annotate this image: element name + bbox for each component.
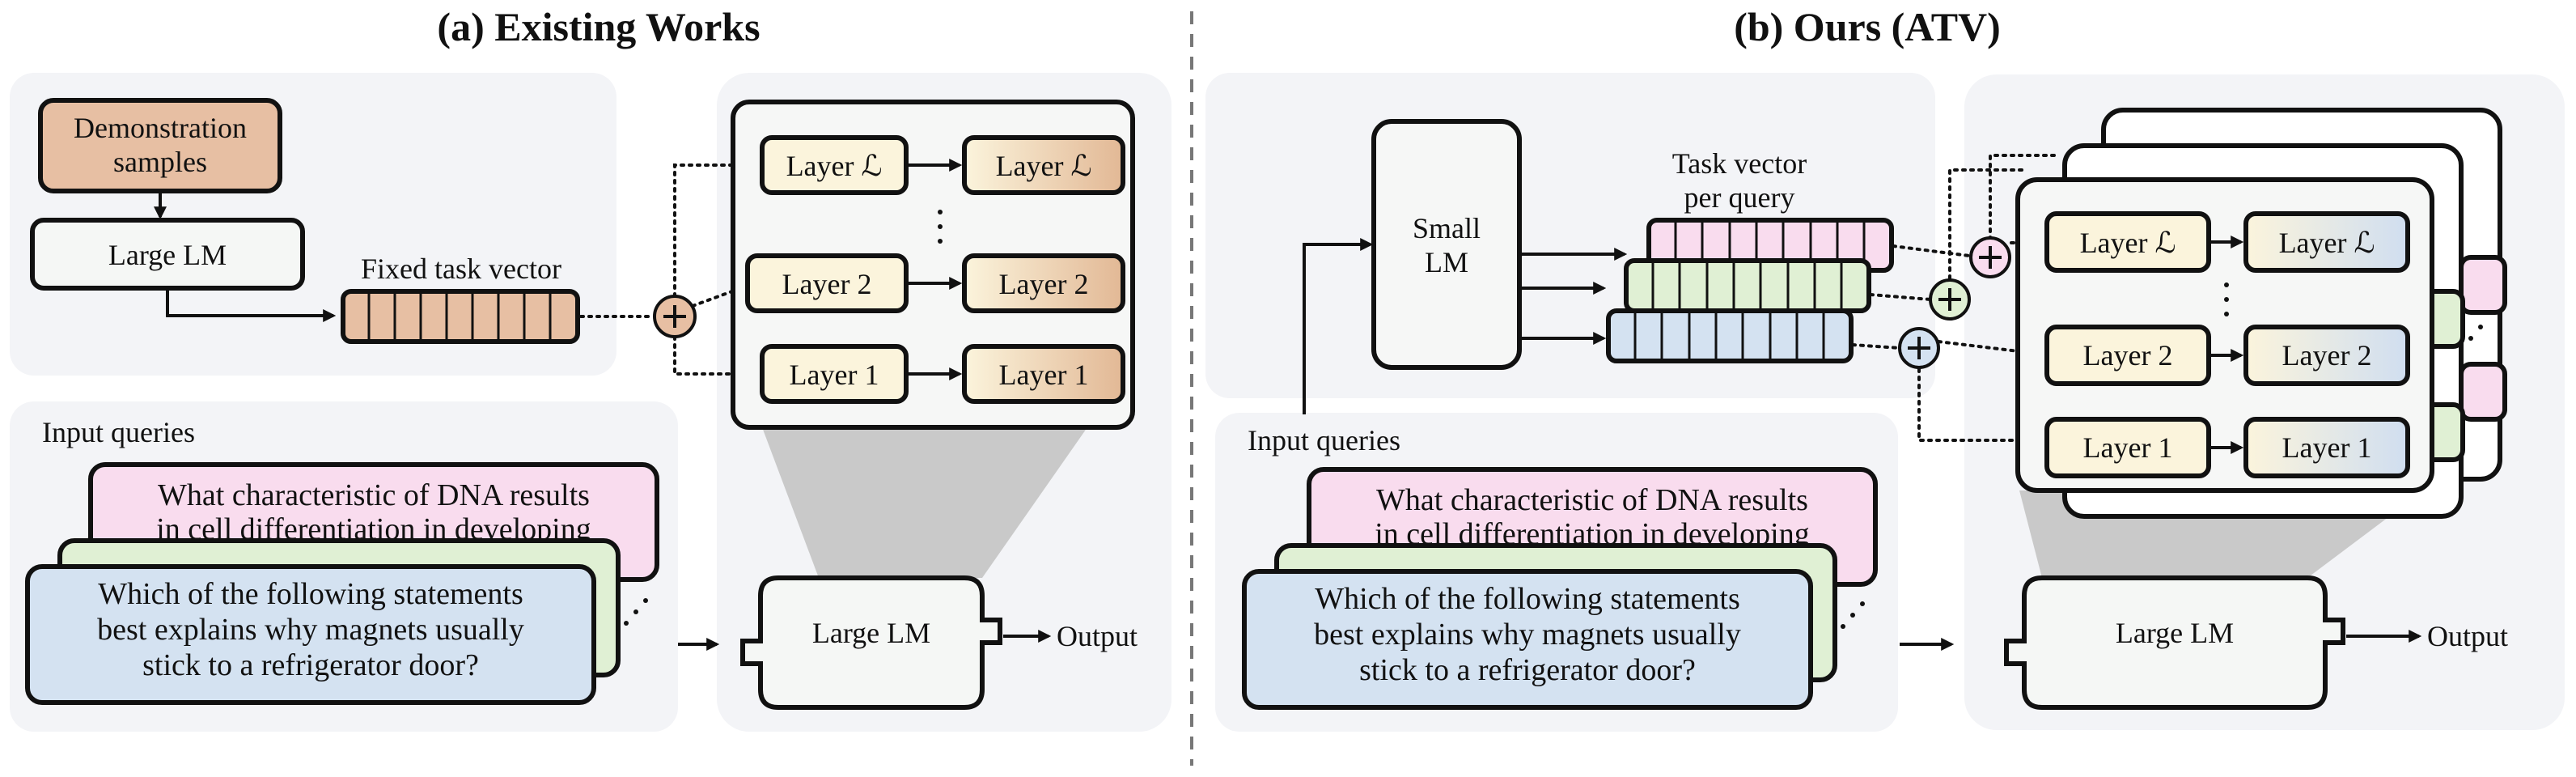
large-lm-bottom-left-label: Large LM — [812, 617, 930, 649]
layer-2-out-left-label: Layer 2 — [999, 268, 1089, 300]
arrow-queries-to-small-lm — [1303, 238, 1374, 414]
vector-green-to-plus — [1869, 293, 1932, 301]
fixed-task-vector — [341, 289, 580, 344]
layer-1-out-left — [962, 344, 1125, 404]
query-card-front-left — [25, 564, 596, 705]
vector-pink-to-plus — [1892, 244, 1971, 257]
panel-title-right: (b) Ours (ATV) — [1734, 4, 2001, 49]
panel-ours-atv: (b) Ours (ATV) Small LM Task vector per … — [1205, 4, 2565, 732]
layer-l-out-left-label: Layer ℒ — [996, 150, 1092, 182]
input-queries-label-right: Input queries — [1248, 424, 1400, 456]
small-lm-label-line1: Small — [1413, 212, 1481, 244]
query-front-left-line3: stick to a refrigerator door? — [142, 648, 479, 682]
large-lm-bottom-right-label: Large LM — [2116, 617, 2234, 649]
zoom-projection-left — [762, 427, 1087, 578]
back-layer-peek-2 — [2459, 362, 2507, 422]
task-vector-label-line2: per query — [1684, 181, 1795, 214]
task-vector-blue-cells — [1633, 311, 1825, 361]
layer-l-in-left-label: Layer ℒ — [786, 150, 883, 182]
vector-blue-to-plus — [1851, 343, 1901, 350]
plus-to-layer-l-left — [673, 163, 756, 298]
query-back-right-line1: What characteristic of DNA results — [1376, 483, 1808, 517]
query-front-right-line3: stick to a refrigerator door? — [1359, 653, 1696, 687]
plus-to-layer-1-left — [673, 335, 756, 376]
vertical-ellipsis-icon — [2224, 282, 2229, 316]
task-vector-green — [1624, 258, 1871, 313]
vertical-ellipsis-icon — [2459, 325, 2483, 352]
small-lm-label-line2: LM — [1425, 246, 1468, 278]
plus-pink-wire — [1989, 154, 2057, 257]
circled-plus-icon — [1929, 278, 1971, 321]
layer-2-in-left-label: Layer 2 — [782, 268, 872, 300]
panel-title-left: (a) Existing Works — [437, 4, 760, 49]
circled-plus-icon — [1969, 236, 2011, 278]
task-vector-blue — [1606, 308, 1854, 363]
circled-plus-icon — [653, 295, 697, 338]
query-front-right-line2: best explains why magnets usually — [1314, 618, 1741, 652]
task-vector-label-line1: Task vector — [1672, 147, 1807, 180]
fixed-task-vector-cells — [367, 291, 552, 342]
layer-2-out-right-label: Layer 2 — [2282, 339, 2372, 372]
large-lm-box-bottom-right — [2004, 575, 2345, 710]
arrow-lm-to-vector — [166, 288, 337, 322]
output-label-right: Output — [2427, 620, 2508, 652]
query-card-front-right — [1242, 569, 1813, 710]
layer-l-out-right-label: Layer ℒ — [2279, 227, 2375, 259]
query-back-left-line1: What characteristic of DNA results — [158, 478, 590, 512]
layer-1-out-right — [2243, 417, 2410, 478]
demonstration-label-line2: samples — [113, 146, 207, 178]
layer-l-in-right-label: Layer ℒ — [2080, 227, 2176, 259]
large-lm-box-bottom-left — [740, 575, 1002, 710]
vertical-ellipsis-icon — [1841, 601, 1865, 629]
query-front-left-line2: best explains why magnets usually — [97, 613, 524, 647]
circled-plus-icon — [1898, 327, 1940, 369]
input-queries-label-left: Input queries — [42, 416, 195, 448]
demonstration-label-line1: Demonstration — [74, 112, 247, 144]
task-vector-green-cells — [1651, 261, 1843, 311]
panel-existing-works: (a) Existing Works Demonstration samples… — [10, 4, 1171, 732]
layer-2-out-left — [962, 253, 1125, 313]
small-lm-box — [1371, 119, 1522, 370]
vertical-ellipsis-icon — [624, 598, 648, 626]
vertical-ellipsis-icon — [938, 210, 943, 244]
layer-l-out-left — [962, 135, 1125, 195]
plus-green-wire — [1948, 168, 2024, 280]
plus-to-layer-2-left — [691, 282, 756, 308]
layer-2-out-right — [2243, 325, 2410, 386]
query-front-left-line1: Which of the following statements — [98, 577, 523, 611]
plus-blue-wire — [1917, 367, 2034, 442]
layer-1-out-left-label: Layer 1 — [999, 359, 1089, 391]
large-lm-top-label: Large LM — [108, 239, 227, 271]
layer-1-in-left-label: Layer 1 — [790, 359, 879, 391]
back-layer-peek-1 — [2459, 255, 2507, 315]
fixed-task-vector-label: Fixed task vector — [361, 253, 561, 285]
layer-2-in-right-label: Layer 2 — [2083, 339, 2173, 372]
output-label-left: Output — [1057, 620, 1138, 652]
query-front-right-line1: Which of the following statements — [1315, 582, 1740, 616]
layer-l-out-right — [2243, 211, 2410, 273]
layer-1-out-right-label: Layer 1 — [2282, 431, 2372, 464]
layer-1-in-right-label: Layer 1 — [2083, 431, 2173, 464]
